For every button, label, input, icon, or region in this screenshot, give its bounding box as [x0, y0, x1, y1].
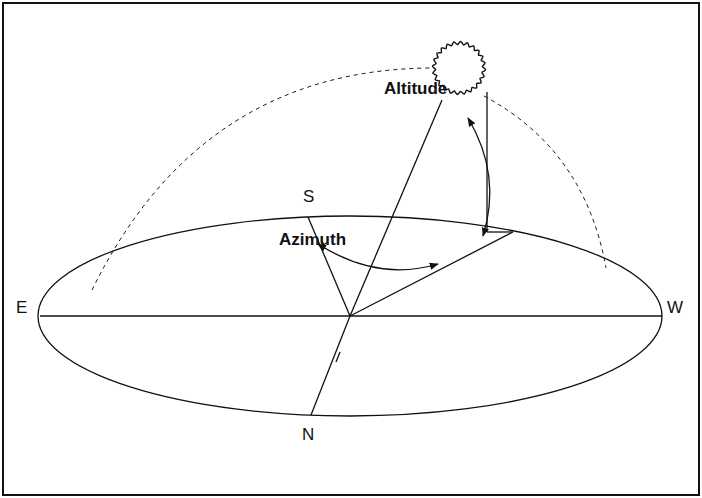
tick-mark: [336, 352, 340, 362]
drop-foot-line: [487, 231, 513, 232]
azimuth-label: Azimuth: [279, 231, 346, 248]
sun-path-dashed: [484, 96, 606, 268]
north-line: [311, 316, 350, 415]
sun-path-dashed: [92, 68, 430, 290]
compass-south: S: [303, 188, 314, 205]
compass-north: N: [302, 426, 314, 443]
altitude-arc: [468, 118, 490, 236]
compass-west: W: [667, 299, 683, 316]
altitude-label: Altitude: [384, 80, 447, 97]
sun-ray-line: [350, 100, 442, 316]
compass-east: E: [16, 299, 27, 316]
frame: [3, 3, 699, 495]
ground-projection-line: [350, 232, 513, 316]
